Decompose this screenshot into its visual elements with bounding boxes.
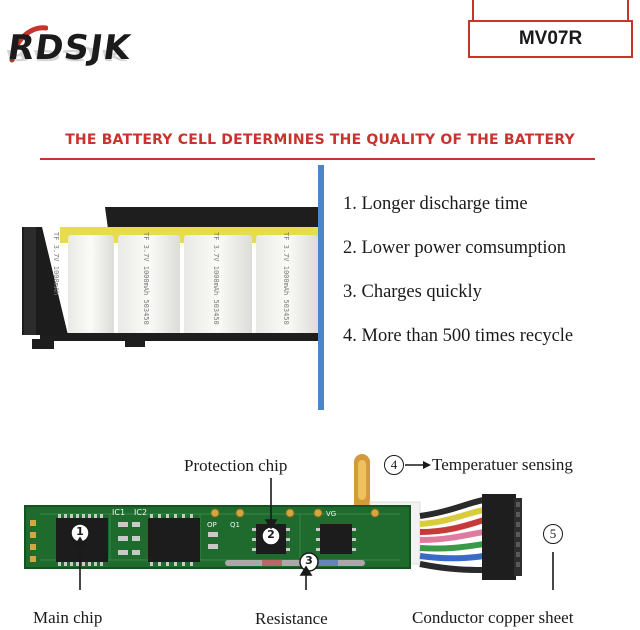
label-main-chip: Main chip <box>33 608 103 627</box>
marker-circle-4: 4 <box>384 455 404 475</box>
pcb-illustration <box>24 454 554 590</box>
cell-print-4: TF 3.7V 1000mAh 503450 <box>282 232 290 325</box>
battery-cell-4 <box>256 235 318 335</box>
silk-op: OP <box>207 521 217 529</box>
label-resistance: Resistance <box>255 609 328 628</box>
cell-print-1: TF 3.7V 1000mAh <box>52 232 60 296</box>
headline-rule <box>40 158 595 160</box>
arrow-right-icon <box>405 461 431 469</box>
model-badge: MV07R <box>468 20 633 58</box>
silk-ic1: IC1 <box>112 508 126 517</box>
brand-logo <box>8 18 178 98</box>
battery-cell-3 <box>184 235 252 335</box>
label-temperature-sensing: Temperatuer sensing <box>432 455 573 474</box>
battery-pack-illustration <box>22 165 324 410</box>
label-protection-chip: Protection chip <box>184 456 288 475</box>
logo-swoosh-icon <box>9 25 48 63</box>
marker-number-2: 2 <box>267 528 275 541</box>
battery-cell-2 <box>118 235 180 335</box>
wire-bundle <box>419 497 485 573</box>
silk-q1: Q1 <box>230 521 240 529</box>
resistance-strip <box>225 560 365 566</box>
silk-vg: VG <box>326 510 337 518</box>
feature-item-4: 4. More than 500 times recycle <box>343 326 574 346</box>
battery-cell-1 <box>68 235 114 335</box>
silk-ic2: IC2 <box>134 508 148 517</box>
feature-item-3: 3. Charges quickly <box>343 282 482 302</box>
marker-number-3: 3 <box>305 554 313 567</box>
badge-tick-right <box>627 0 629 20</box>
badge-tick-left <box>472 0 474 20</box>
marker-number-1: 1 <box>76 525 84 538</box>
marker-circle-5: 5 <box>543 524 563 544</box>
feature-item-2: 2. Lower power comsumption <box>343 238 566 258</box>
cell-print-2: TF 3.7V 1000mAh 503450 <box>142 232 150 325</box>
cell-print-3: TF 3.7V 1000mAh 503450 <box>212 232 220 325</box>
logo-reflection: RDSJK <box>2 46 131 64</box>
feature-item-1: 1. Longer discharge time <box>343 194 528 214</box>
label-conductor-copper-sheet: Conductor copper sheet <box>412 608 574 627</box>
headline: THE BATTERY CELL DETERMINES THE QUALITY … <box>65 132 575 148</box>
